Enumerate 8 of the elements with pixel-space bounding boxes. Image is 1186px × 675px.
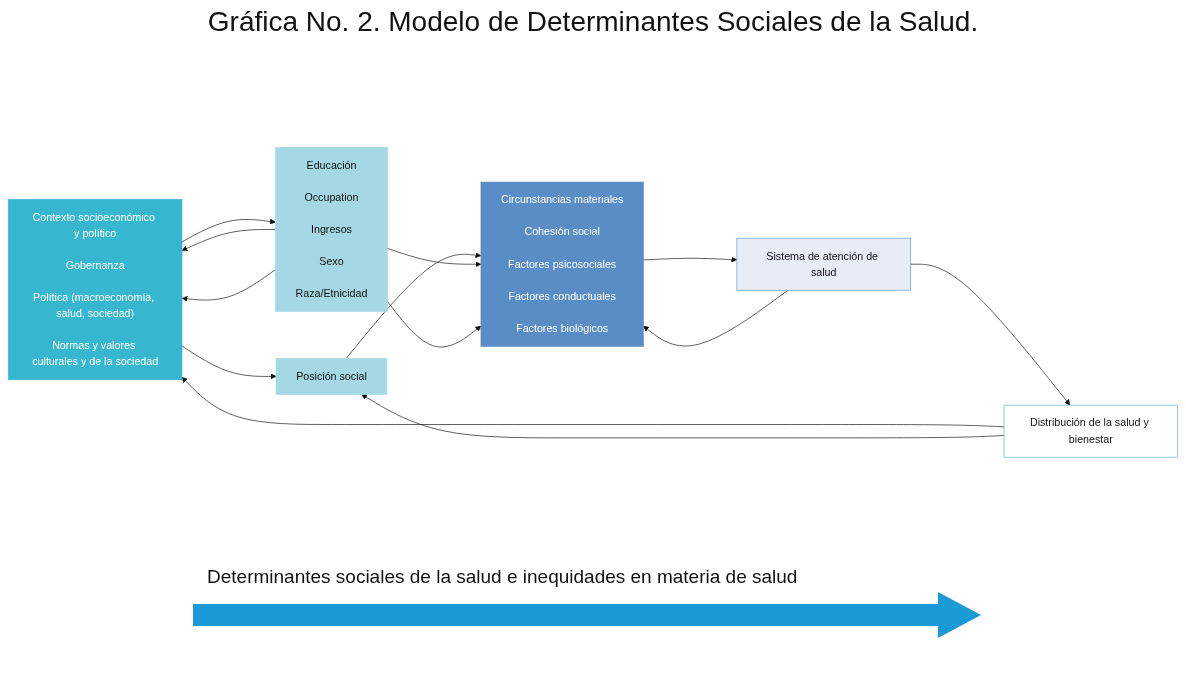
node-box: Posición social (275, 357, 388, 395)
node-box: Distribución de la salud y bienestar (1003, 404, 1178, 458)
node-box: Educación Occupation Ingresos Sexo Raza/Etnicidad (275, 146, 388, 312)
arrow-caption: Determinantes sociales de la salud e inequidades en materia de salud (207, 566, 798, 588)
diagram-title: Gráfica No. 2. Modelo de Determinantes Sociales de la Salud. (206, 6, 980, 38)
node-box: Circunstancias materiales Cohesión social Factores psicosociales Factores conductuales Factores biológicos (480, 181, 644, 347)
node-box: Contexto socioeconómico y político Gobernanza Política (macroeconomía, salud, sociedad) Normas y valores culturales y de la sociedad (8, 198, 183, 380)
node-box: Sistema de atención de salud (736, 237, 911, 291)
